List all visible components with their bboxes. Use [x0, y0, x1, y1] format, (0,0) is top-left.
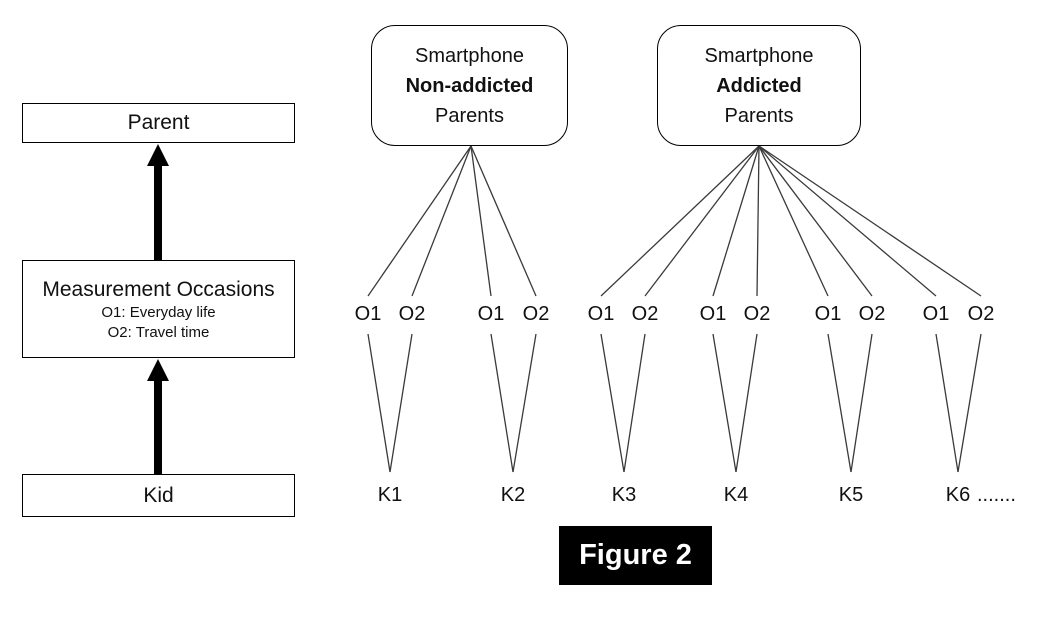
group-title-line: Parents	[724, 104, 794, 127]
kid-label: K5	[838, 484, 864, 506]
occasion-to-kid-line	[490, 333, 514, 473]
group-to-occasion-line	[758, 145, 829, 297]
group-to-occasion-line	[470, 145, 537, 297]
occasion-to-kid-line	[623, 333, 646, 473]
occasion-to-kid-line	[367, 333, 391, 473]
occasion-label: O1	[477, 303, 505, 325]
group-title-line: Smartphone	[704, 44, 814, 67]
kid-label: K3	[611, 484, 637, 506]
occasion-label: O1	[699, 303, 727, 325]
kid-label: K2	[500, 484, 526, 506]
occasion-label: O1	[814, 303, 842, 325]
kid-box-label: Kid	[143, 483, 174, 507]
occasion-label: O2	[967, 303, 995, 325]
addicted-parents-box: Smartphone Addicted Parents	[657, 25, 861, 146]
occasion-label: O2	[522, 303, 550, 325]
occasion-label: O1	[922, 303, 950, 325]
occasion-label: O2	[858, 303, 886, 325]
occasion-to-kid-line	[935, 333, 959, 473]
occasion-label: O2	[631, 303, 659, 325]
measurement-occasions-title: Measurement Occasions	[42, 277, 275, 301]
measurement-occasions-box: Measurement Occasions O1: Everyday life …	[22, 260, 295, 358]
occasion-to-kid-line	[712, 333, 737, 473]
kid-list-ellipsis: .......	[977, 484, 1016, 506]
kid-label: K1	[377, 484, 403, 506]
group-to-occasion-line	[600, 145, 760, 297]
occasion-label: O1	[587, 303, 615, 325]
occasion-to-kid-line	[389, 333, 413, 473]
group-to-occasion-line	[367, 145, 472, 297]
occasion-1-definition: O1: Everyday life	[101, 304, 216, 322]
flow-arrow-head	[147, 144, 169, 166]
group-to-occasion-line	[758, 145, 873, 297]
kid-box: Kid	[22, 474, 295, 517]
group-to-occasion-line	[756, 145, 760, 297]
parent-box-label: Parent	[127, 111, 190, 134]
non-addicted-parents-box: Smartphone Non-addicted Parents	[371, 25, 568, 146]
group-title-line: Smartphone	[415, 44, 524, 67]
group-to-occasion-line	[411, 145, 472, 297]
occasion-to-kid-line	[827, 333, 852, 473]
group-title-line: Non-addicted	[405, 74, 534, 97]
parent-box: Parent	[22, 103, 295, 143]
group-to-occasion-line	[712, 145, 760, 297]
occasion-label: O2	[743, 303, 771, 325]
figure-caption-text: Figure 2	[579, 539, 692, 571]
occasion-label: O1	[354, 303, 382, 325]
group-to-occasion-line	[758, 145, 937, 297]
group-to-occasion-line	[644, 145, 760, 297]
occasion-to-kid-line	[512, 333, 537, 473]
group-to-occasion-line	[470, 145, 492, 297]
occasion-label: O2	[398, 303, 426, 325]
kid-label: K4	[723, 484, 749, 506]
occasion-to-kid-line	[850, 333, 873, 473]
occasion-to-kid-line	[957, 333, 982, 473]
group-title-line: Parents	[435, 104, 504, 127]
group-to-occasion-line	[758, 145, 982, 297]
figure-caption: Figure 2	[559, 526, 712, 585]
group-title-line: Addicted	[716, 74, 802, 97]
occasion-2-definition: O2: Travel time	[107, 323, 210, 341]
occasion-to-kid-line	[600, 333, 625, 473]
flow-arrow-head	[147, 359, 169, 381]
kid-label: K6	[945, 484, 971, 506]
occasion-to-kid-line	[735, 333, 758, 473]
